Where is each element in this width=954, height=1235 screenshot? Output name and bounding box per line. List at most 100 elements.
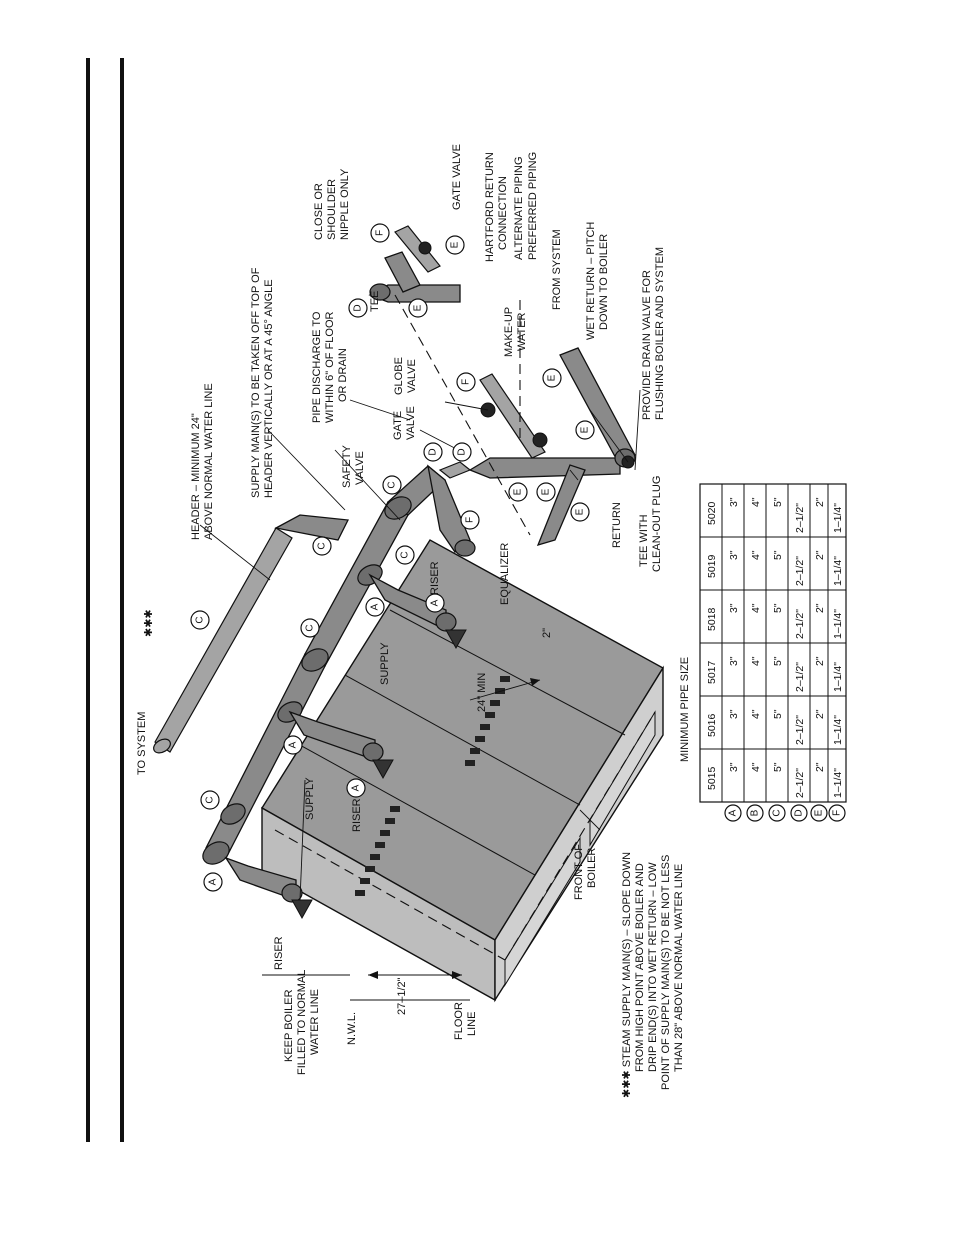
equalizer-label: EQUALIZER — [499, 543, 511, 605]
svg-text:C: C — [772, 809, 783, 816]
table-model-5019: 5019 — [706, 554, 718, 578]
svg-text:F: F — [461, 379, 472, 385]
callout-e-wet1: E — [542, 368, 562, 388]
svg-text:A: A — [208, 878, 219, 885]
supply-header-pipes — [153, 465, 446, 865]
floor-line-line1: FLOOR — [453, 1002, 465, 1040]
from-system-label: FROM SYSTEM — [551, 229, 563, 310]
table-cell-c-5015: 5" — [772, 762, 784, 772]
table-cell-e-5016: 2" — [814, 709, 826, 719]
globe-valve-line1: GLOBE — [393, 357, 405, 395]
table-model-5016: 5016 — [706, 713, 718, 737]
makeup-water-pipe — [479, 373, 546, 459]
safety-valve-line1: SAFETY — [341, 445, 353, 488]
table-cell-b-5019: 4" — [750, 550, 762, 560]
hartford-elbow — [384, 251, 421, 293]
callout-c-left: C — [200, 790, 220, 810]
alternate-piping-label: ALTERNATE PIPING — [513, 156, 525, 260]
table-cell-c-5019: 5" — [772, 550, 784, 560]
svg-text:C: C — [195, 616, 206, 623]
table-cell-e-5017: 2" — [814, 656, 826, 666]
svg-text:E: E — [580, 426, 591, 433]
svg-text:E: E — [814, 809, 825, 816]
equalizer-and-return-pipes — [427, 347, 636, 557]
svg-text:A: A — [351, 784, 362, 791]
table-cell-d-5016: 2–1/2" — [794, 715, 806, 745]
supply-mains-line1: SUPPLY MAIN(S) TO BE TAKEN OFF TOP OF — [250, 267, 262, 498]
pipe-discharge-line2: WITHIN 6" OF FLOOR — [324, 311, 336, 423]
svg-text:A: A — [370, 603, 381, 610]
stars-label: ✱✱✱ — [143, 609, 155, 637]
pipe-discharge-line3: OR DRAIN — [337, 348, 349, 402]
header-note-line2: ABOVE NORMAL WATER LINE — [203, 383, 215, 540]
hartford-return-pipes — [368, 225, 461, 303]
callout-c-header: C — [312, 536, 332, 556]
dimension-arrows — [368, 678, 541, 979]
svg-text:F: F — [375, 230, 386, 236]
table-cell-f-5019: 1–1/4" — [832, 556, 844, 586]
boiler-body — [261, 539, 664, 1003]
nwl-label: N.W.L. — [346, 1012, 358, 1045]
table-cell-b-5020: 4" — [750, 497, 762, 507]
table-cell-b-5015: 4" — [750, 762, 762, 772]
globe-valve-line2: VALVE — [406, 359, 418, 393]
page-margin-rule-outer — [86, 58, 90, 1142]
svg-text:A: A — [728, 809, 739, 816]
min-24-label: 24" MIN — [476, 673, 488, 712]
supply-mains-line2: HEADER VERTICALLY OR AT A 45° ANGLE — [263, 279, 275, 498]
table-model-5020: 5020 — [706, 501, 718, 525]
callout-e-return2: E — [536, 482, 556, 502]
riser-label-middle: RISER — [351, 798, 363, 832]
table-cell-c-5020: 5" — [772, 497, 784, 507]
pipe-discharge-line1: PIPE DISCHARGE TO — [311, 311, 323, 423]
table-cell-b-5018: 4" — [750, 603, 762, 613]
header-note-line1: HEADER – MINIMUM 24" — [190, 413, 202, 540]
callout-a-mid: A — [283, 735, 303, 755]
table-cell-f-5020: 1–1/4" — [832, 503, 844, 533]
hartford-line1: HARTFORD RETURN — [484, 152, 496, 262]
floor-line-line2: LINE — [466, 1012, 478, 1036]
svg-text:D: D — [353, 304, 364, 311]
svg-text:A: A — [288, 741, 299, 748]
table-key-e: E — [810, 804, 828, 822]
safety-valve-line2: VALVE — [354, 451, 366, 485]
table-cell-b-5016: 4" — [750, 709, 762, 719]
tee-cleanout-line2: CLEAN-OUT PLUG — [651, 476, 663, 572]
svg-text:B: B — [750, 809, 761, 816]
table-model-5017: 5017 — [706, 660, 718, 684]
gate-valve-line1: GATE — [392, 411, 404, 440]
riser-pipes — [224, 573, 467, 920]
table-cell-e-5020: 2" — [814, 497, 826, 507]
wet-return-pipe — [559, 347, 636, 463]
steam-note-line1: ✱✱✱ STEAM SUPPLY MAIN(S) – SLOPE DOWN — [621, 852, 633, 1098]
callout-c-mid: C — [300, 618, 320, 638]
close-nipple-line3: NIPPLE ONLY — [339, 168, 351, 240]
gate-valve-line2: VALVE — [405, 406, 417, 440]
close-nipple-line1: CLOSE OR — [313, 183, 325, 240]
svg-text:E: E — [450, 241, 461, 248]
pipe-size-table: MINIMUM PIPE SIZE 5015 5016 5017 5018 50… — [679, 483, 847, 822]
svg-text:D: D — [428, 448, 439, 455]
diagram-labels: TO SYSTEM ✱✱✱ HEADER – MINIMUM 24" ABOVE… — [136, 144, 685, 1098]
alternate-piping-line — [394, 294, 531, 536]
front-of-boiler-line2: BOILER — [586, 848, 598, 888]
supply-label-left: SUPPLY — [304, 777, 316, 820]
table-cell-c-5016: 5" — [772, 709, 784, 719]
table-key-d: D — [790, 804, 808, 822]
riser-label-right: RISER — [429, 561, 441, 595]
drain-valve-line1: PROVIDE DRAIN VALVE FOR — [641, 270, 653, 420]
wet-return-line2: DOWN TO BOILER — [598, 234, 610, 330]
callout-circles: C C A C A C A A C C A D D F F D E F E E … — [190, 223, 595, 892]
table-cell-a-5016: 3" — [728, 709, 740, 719]
callout-a-right: A — [365, 597, 385, 617]
nwl-dashed-line-side — [504, 711, 656, 961]
table-cell-f-5015: 1–1/4" — [832, 768, 844, 798]
callout-e-return3: E — [570, 502, 590, 522]
table-title: MINIMUM PIPE SIZE — [679, 657, 691, 762]
svg-text:C: C — [205, 796, 216, 803]
front-of-boiler-line1: FRONT OF — [573, 844, 585, 900]
svg-text:A: A — [430, 599, 441, 606]
svg-text:C: C — [387, 481, 398, 488]
svg-text:C: C — [305, 624, 316, 631]
